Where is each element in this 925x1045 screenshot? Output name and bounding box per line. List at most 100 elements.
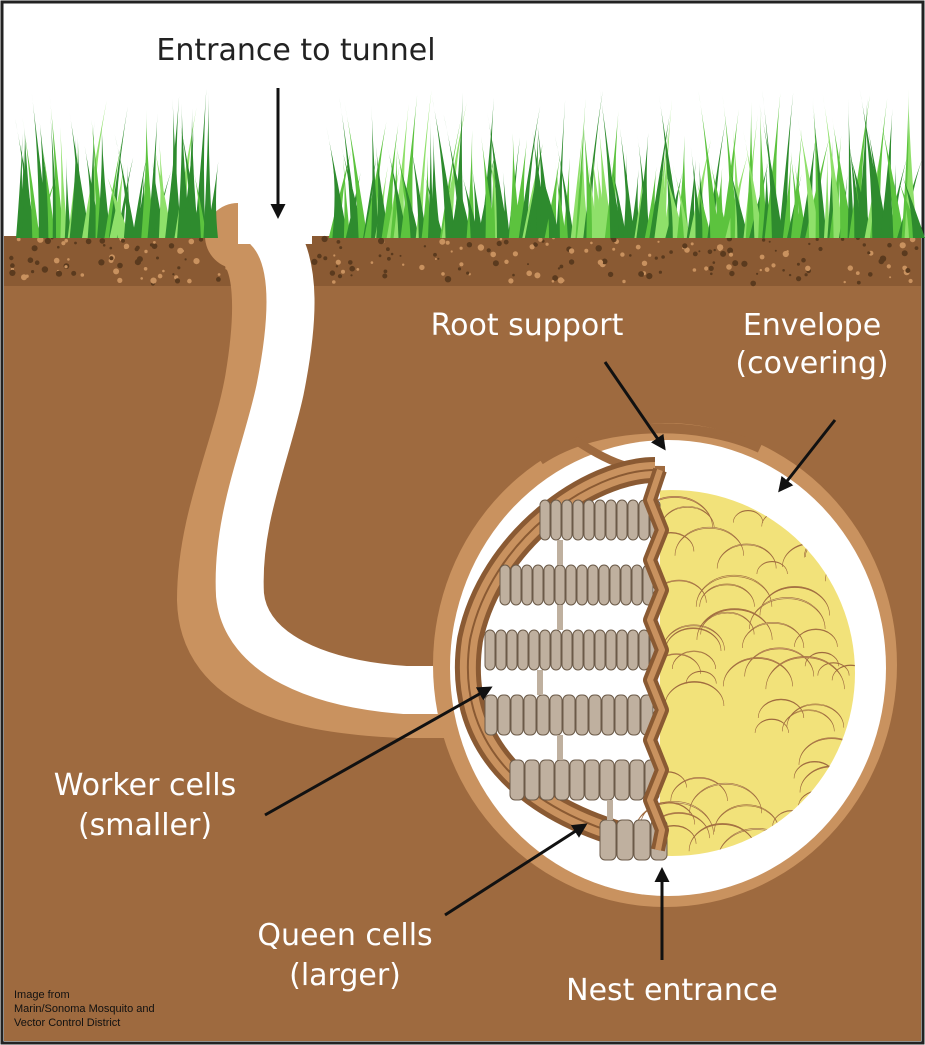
soil-speck (478, 244, 484, 250)
soil-speck (169, 243, 174, 248)
soil-speck (445, 276, 451, 282)
soil-speck (708, 250, 713, 255)
soil-speck (655, 257, 658, 260)
comb-cell (500, 565, 510, 605)
soil-speck (64, 265, 67, 268)
soil-speck (769, 241, 771, 243)
soil-speck (719, 248, 722, 251)
soil-speck (762, 238, 765, 241)
comb-cell (628, 630, 638, 670)
soil-speck (693, 268, 697, 272)
comb-cell (511, 565, 521, 605)
label-queen-cells-larger: (larger) (289, 958, 401, 993)
soil-speck (193, 258, 199, 264)
soil-speck (508, 278, 513, 283)
soil-speck (527, 263, 529, 265)
soil-speck (56, 271, 62, 277)
comb-cell (615, 695, 627, 735)
soil-speck (622, 280, 625, 283)
soil-speck (647, 273, 652, 278)
soil-speck (797, 263, 800, 266)
comb-cell (628, 695, 640, 735)
soil-speck (500, 238, 503, 241)
comb-cell (550, 695, 562, 735)
comb-cell (588, 565, 598, 605)
soil-speck (446, 241, 450, 245)
soil-speck (841, 238, 844, 241)
soil-speck (17, 238, 21, 242)
soil-speck (915, 246, 919, 250)
label-envelope: Envelope (743, 308, 881, 343)
soil-speck (669, 250, 673, 254)
soil-speck (487, 248, 491, 252)
soil-speck (726, 264, 732, 270)
soil-speck (612, 248, 615, 251)
comb-cell (496, 630, 506, 670)
soil-speck (110, 247, 113, 250)
soil-speck (187, 279, 192, 284)
comb-cell (540, 500, 550, 540)
soil-speck (113, 268, 119, 274)
comb-cell (606, 630, 616, 670)
comb-cell (570, 760, 584, 800)
soil-speck (336, 265, 338, 267)
credit-line-1: Image from (14, 989, 70, 1001)
soil-speck (789, 274, 791, 276)
soil-speck (350, 274, 352, 276)
soil-speck (25, 275, 28, 278)
comb-cell (600, 820, 616, 860)
soil-speck (808, 243, 810, 245)
soil-speck (74, 242, 77, 245)
soil-speck (121, 239, 125, 243)
comb-cell (610, 565, 620, 605)
soil-speck (71, 271, 76, 276)
soil-speck (560, 265, 564, 269)
comb-cell (573, 500, 583, 540)
soil-speck (765, 267, 770, 272)
soil-speck (386, 247, 390, 251)
soil-speck (709, 266, 714, 271)
soil-speck (137, 256, 143, 262)
soil-speck (322, 236, 328, 242)
soil-speck (31, 270, 34, 273)
comb-cell (606, 500, 616, 540)
comb-cell (529, 630, 539, 670)
soil-speck (584, 249, 588, 253)
soil-speck (756, 273, 758, 275)
comb-cell (540, 760, 554, 800)
soil-speck (339, 246, 342, 249)
soil-speck (704, 266, 708, 270)
soil-speck (177, 266, 180, 269)
soil-speck (378, 238, 384, 244)
comb-cell (555, 565, 565, 605)
soil-speck (693, 252, 698, 257)
credit-line-2: Marin/Sonoma Mosquito and (14, 1003, 155, 1015)
soil-speck (732, 260, 738, 266)
soil-speck (512, 274, 515, 277)
soil-speck (384, 270, 388, 274)
comb-cell (595, 630, 605, 670)
soil-speck (109, 256, 113, 260)
soil-speck (467, 242, 472, 247)
comb-cell (639, 630, 649, 670)
soil-speck (117, 263, 123, 269)
soil-speck (460, 247, 463, 250)
label-worker-cells: Worker cells (54, 768, 236, 803)
soil-speck (552, 280, 555, 283)
comb-cell (615, 760, 629, 800)
comb-cell (585, 760, 599, 800)
label-queen-cells: Queen cells (257, 918, 432, 953)
comb-cell (576, 695, 588, 735)
soil-speck (153, 241, 156, 244)
soil-speck (218, 273, 221, 276)
soil-speck (533, 242, 537, 246)
soil-speck (659, 271, 662, 274)
soil-speck (504, 260, 508, 264)
soil-speck (61, 241, 65, 245)
label-envelope-covering: (covering) (735, 346, 888, 381)
soil-speck (103, 244, 106, 247)
soil-speck (493, 260, 499, 266)
soil-speck (9, 270, 15, 276)
comb-cell (540, 630, 550, 670)
comb-cell (621, 565, 631, 605)
